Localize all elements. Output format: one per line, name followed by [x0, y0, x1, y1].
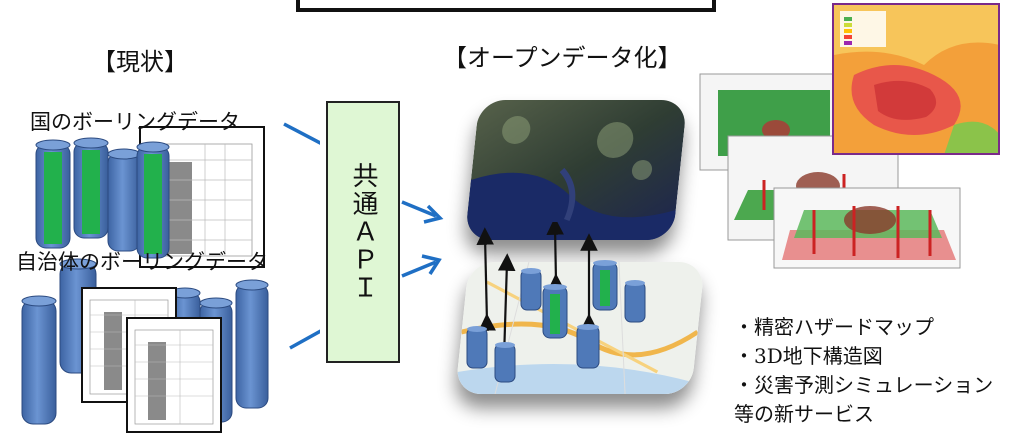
municipal-boring-label: 自治体のボーリングデータ: [16, 250, 268, 274]
common-api-box: 共通ＡＰＩ: [326, 101, 400, 363]
3d-view-screenshot: [773, 187, 961, 269]
map-borehole-cylinder: [592, 260, 618, 311]
municipal-to-api-line: [289, 329, 320, 350]
hazard-heatmap-inset: [832, 3, 1000, 155]
national-boring-cylinder: [136, 141, 170, 259]
new-services-list: ・精密ハザードマップ ・3D地下構造図 ・災害予測シミュレーション 等の新サービ…: [734, 313, 993, 429]
service-item: ・3D地下構造図: [734, 344, 883, 368]
national-boring-label: 国のボーリングデータ: [30, 110, 240, 134]
3d-visualization-stack: [699, 73, 961, 269]
boring-data-illustration: [21, 122, 320, 433]
service-item: ・精密ハザードマップ: [734, 315, 934, 339]
service-item: ・災害予測シミュレーション: [734, 373, 994, 397]
opendata-title: 【オープンデータ化】: [443, 44, 682, 72]
map-borehole-cylinder: [466, 326, 488, 369]
map-borehole-cylinder: [624, 280, 646, 323]
national-boring-cylinder: [35, 139, 71, 249]
map-borehole-cylinder: [520, 268, 542, 311]
satellite-map-panel: [464, 100, 688, 240]
municipal-boring-log-sheet: [126, 317, 222, 433]
service-item: 等の新サービス: [734, 402, 874, 426]
current-status-title: 【現状】: [92, 48, 188, 76]
map-borehole-cylinder: [542, 284, 568, 339]
borehole-linkage: [466, 222, 646, 383]
municipal-boring-cylinder: [235, 279, 269, 409]
national-boring-cylinder: [107, 148, 141, 252]
header-frame: [296, 0, 716, 12]
map-borehole-cylinder: [576, 324, 600, 369]
municipal-boring-cylinder: [21, 295, 57, 425]
national-to-api-line: [283, 122, 320, 145]
national-boring-cylinder: [73, 137, 109, 239]
common-api-label: 共通ＡＰＩ: [348, 162, 378, 302]
map-borehole-cylinder: [494, 342, 516, 383]
api-output-arrows: [401, 200, 444, 278]
